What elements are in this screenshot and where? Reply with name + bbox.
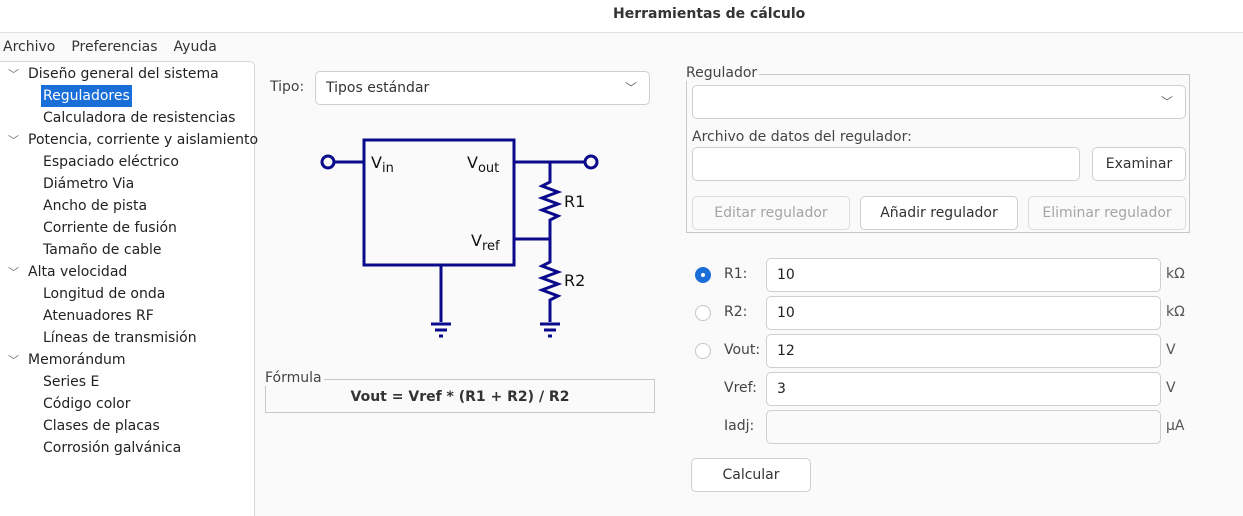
r2-unit: kΩ <box>1166 304 1185 320</box>
type-dropdown[interactable]: Tipos estándar ﹀ <box>315 71 650 105</box>
vref-input[interactable]: 3 <box>766 372 1161 406</box>
type-label: Tipo: <box>270 79 305 95</box>
tree-item-clases-placas[interactable]: Clases de placas <box>43 418 160 434</box>
tree-item-corriente-fusion[interactable]: Corriente de fusión <box>43 220 177 236</box>
formula-group: Fórmula Vout = Vref * (R1 + R2) / R2 <box>265 370 655 413</box>
tree-item-atenuadores-rf[interactable]: Atenuadores RF <box>43 308 154 324</box>
sidebar-tree: ﹀Diseño general del sistema Reguladores … <box>0 61 258 516</box>
regulator-schematic: Vin Vout Vref R1 R2 <box>320 138 599 338</box>
regulator-dropdown[interactable]: ﹀ <box>692 85 1186 119</box>
r1-unit: kΩ <box>1166 266 1185 282</box>
menu-archivo[interactable]: Archivo <box>3 39 56 55</box>
tree-item-diametro-via[interactable]: Diámetro Via <box>43 176 135 192</box>
vref-unit: V <box>1166 380 1176 396</box>
tree-item-tamano-cable[interactable]: Tamaño de cable <box>43 242 162 258</box>
tree-item-lineas-transmision[interactable]: Líneas de transmisión <box>43 330 197 346</box>
menu-ayuda[interactable]: Ayuda <box>173 39 217 55</box>
add-regulator-button[interactable]: Añadir regulador <box>860 196 1018 230</box>
edit-regulator-button[interactable]: Editar regulador <box>692 196 850 230</box>
tree-item-calculadora-resistencias[interactable]: Calculadora de resistencias <box>43 110 236 126</box>
chevron-down-icon[interactable]: ﹀ <box>8 354 19 367</box>
vout-radio[interactable] <box>695 343 711 359</box>
vref-label: Vref <box>471 231 500 254</box>
tree-group-alta-velocidad[interactable]: ﹀ Alta velocidad <box>8 261 127 283</box>
vout-terminal <box>583 154 599 170</box>
tree-item-codigo-color[interactable]: Código color <box>43 396 131 412</box>
r2-radio[interactable] <box>695 305 711 321</box>
regulator-block <box>362 138 516 267</box>
tree-group-label: Diseño general del sistema <box>28 66 219 82</box>
r2-input[interactable]: 10 <box>766 296 1161 330</box>
tree-item-series-e[interactable]: Series E <box>43 374 100 390</box>
regulator-group: Regulador ﹀ Archivo de datos del regulad… <box>686 65 1190 233</box>
tree-group-label: Memorándum <box>28 352 126 368</box>
r2-label: R2 <box>564 271 585 290</box>
window-title: Herramientas de cálculo <box>613 6 806 22</box>
regulator-legend: Regulador <box>686 65 760 81</box>
calculate-button[interactable]: Calcular <box>691 458 811 492</box>
menu-preferencias[interactable]: Preferencias <box>71 39 158 55</box>
iadj-input[interactable] <box>766 410 1161 444</box>
vout-input[interactable]: 12 <box>766 334 1161 368</box>
browse-button[interactable]: Examinar <box>1092 147 1186 181</box>
iadj-unit: μA <box>1166 418 1185 434</box>
r2-label: R2: <box>724 304 748 320</box>
tree-item-ancho-pista[interactable]: Ancho de pista <box>43 198 148 214</box>
tree-item-longitud-onda[interactable]: Longitud de onda <box>43 286 166 302</box>
r1-input[interactable]: 10 <box>766 258 1161 292</box>
chevron-down-icon: ﹀ <box>1160 95 1173 109</box>
chevron-down-icon: ﹀ <box>624 81 637 95</box>
vout-label: Vout: <box>724 342 761 358</box>
r1-label: R1: <box>724 266 748 282</box>
tree-item-espaciado-electrico[interactable]: Espaciado eléctrico <box>43 154 179 170</box>
chevron-down-icon[interactable]: ﹀ <box>8 266 19 279</box>
vin-terminal <box>320 154 336 170</box>
menu-bar: Archivo Preferencias Ayuda <box>0 34 1243 60</box>
r1-radio[interactable] <box>695 267 711 283</box>
iadj-label: Iadj: <box>724 418 755 434</box>
tree-group-diseno[interactable]: ﹀ Diseño general del sistema <box>8 63 219 85</box>
formula-legend: Fórmula <box>265 370 324 386</box>
type-dropdown-value: Tipos estándar <box>326 80 430 96</box>
tree-group-label: Potencia, corriente y aislamiento <box>28 132 259 148</box>
regulator-file-input[interactable] <box>692 147 1080 181</box>
vout-label: Vout <box>467 153 499 176</box>
vout-unit: V <box>1166 342 1176 358</box>
vin-label: Vin <box>371 153 394 176</box>
tree-group-potencia[interactable]: ﹀ Potencia, corriente y aislamiento <box>8 129 258 151</box>
r1-resistor <box>537 162 563 239</box>
regulator-file-label: Archivo de datos del regulador: <box>692 129 912 145</box>
tree-item-reguladores[interactable]: Reguladores <box>41 85 132 107</box>
chevron-down-icon[interactable]: ﹀ <box>8 68 19 81</box>
chevron-down-icon[interactable]: ﹀ <box>8 134 19 147</box>
delete-regulator-button[interactable]: Eliminar regulador <box>1028 196 1186 230</box>
tree-group-label: Alta velocidad <box>28 264 128 280</box>
vref-label: Vref: <box>724 380 757 396</box>
tree-item-corrosion-galvanica[interactable]: Corrosión galvánica <box>43 440 182 456</box>
r2-resistor <box>537 239 563 322</box>
tree-group-memorandum[interactable]: ﹀ Memorándum <box>8 349 126 371</box>
title-bar: Herramientas de cálculo <box>0 0 1243 33</box>
r1-label: R1 <box>564 192 585 211</box>
regulator-panel: Tipo: Tipos estándar ﹀ Vin Vout Vr <box>256 61 1243 516</box>
formula-text: Vout = Vref * (R1 + R2) / R2 <box>350 389 570 405</box>
